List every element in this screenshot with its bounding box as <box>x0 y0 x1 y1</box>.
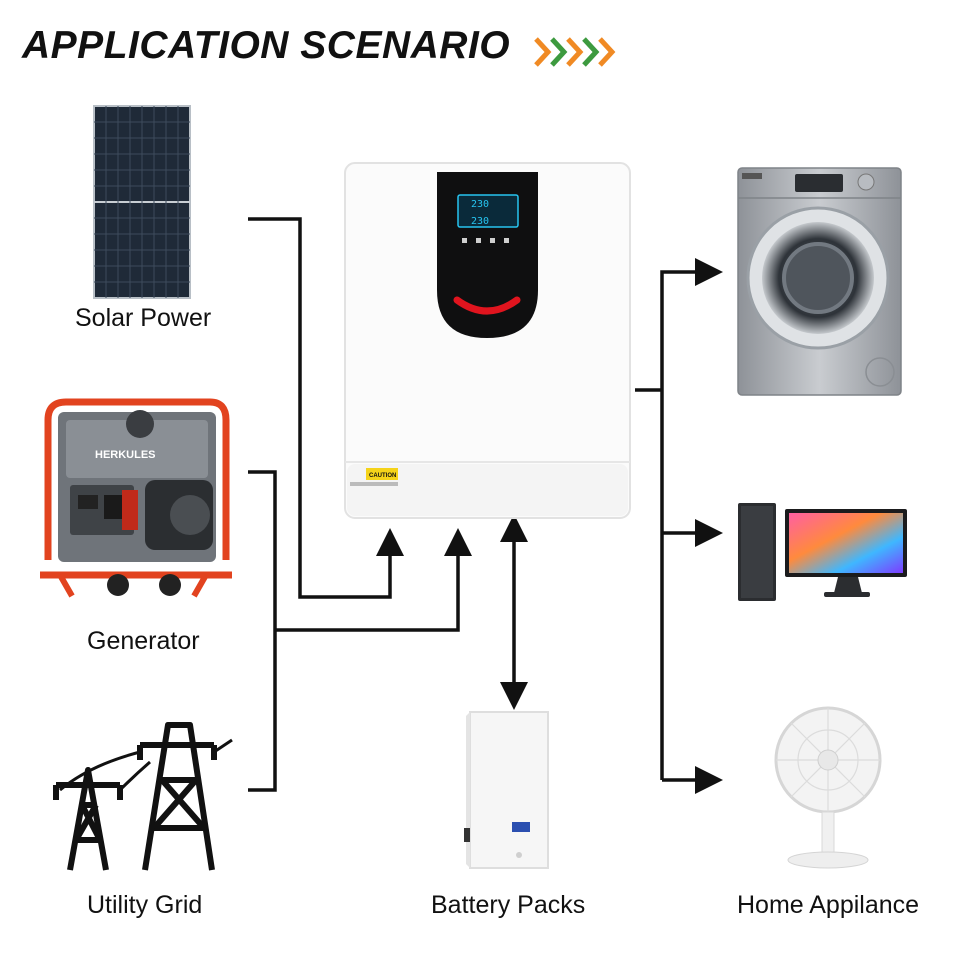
page-title: APPLICATION SCENARIO <box>22 24 511 67</box>
connection-lines <box>248 217 723 794</box>
computer-icon <box>738 503 907 601</box>
washing-machine-icon <box>737 167 902 396</box>
caution-label: CAUTION <box>369 473 396 479</box>
utility-grid-label: Utility Grid <box>87 891 203 919</box>
inverter-icon: 230 230 CAUTION <box>344 162 631 519</box>
battery-icon <box>464 711 549 869</box>
chevron-arrows-icon <box>534 37 616 67</box>
solar-power-label: Solar Power <box>75 304 212 332</box>
generator-brand-text: HERKULES <box>95 449 156 461</box>
generator-label: Generator <box>87 627 200 655</box>
inverter-reading-bottom: 230 <box>471 216 489 227</box>
battery-packs-label: Battery Packs <box>431 891 586 919</box>
power-pylon-icon <box>53 722 233 871</box>
inverter-reading-top: 230 <box>471 199 489 210</box>
desk-fan-icon <box>774 706 882 869</box>
home-appliance-label: Home Appilance <box>737 891 920 919</box>
solar-panel-icon <box>93 105 191 299</box>
generator-icon: HERKULES <box>40 398 232 598</box>
